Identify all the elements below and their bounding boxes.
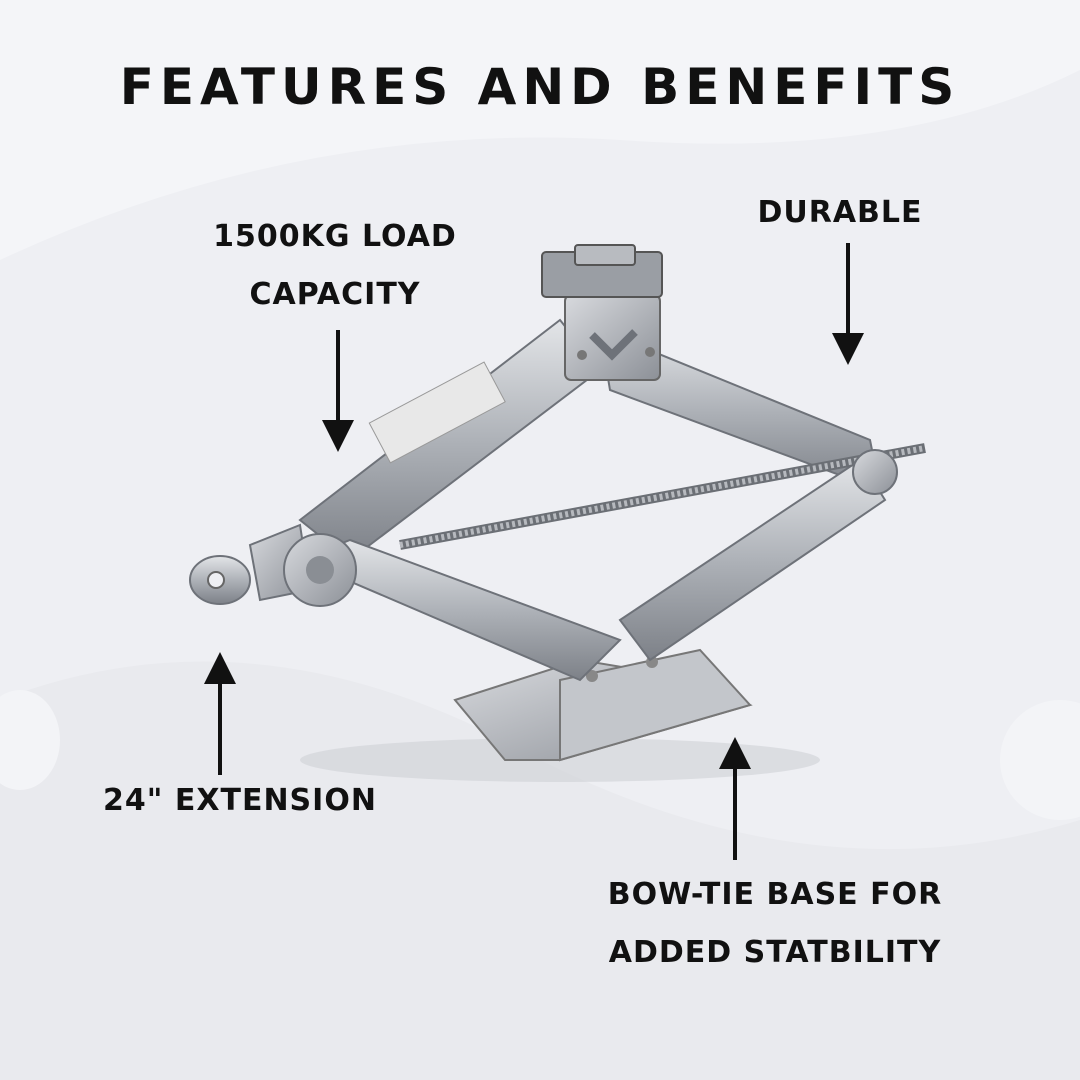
callout-durable: DURABLE <box>757 195 923 230</box>
callout-load-capacity: 1500KG LOAD CAPACITY <box>190 208 480 324</box>
arrow-down-icon <box>322 330 354 452</box>
callout-load-capacity-line1: 1500KG LOAD <box>213 219 457 254</box>
callout-load-capacity-line2: CAPACITY <box>249 277 421 312</box>
callout-base-line2: ADDED STATBILITY <box>608 935 942 970</box>
callout-extension: 24" EXTENSION <box>103 783 377 818</box>
callout-base-line1: BOW-TIE BASE FOR <box>607 877 943 912</box>
arrow-up-icon <box>204 652 236 775</box>
callout-bow-tie-base: BOW-TIE BASE FOR ADDED STATBILITY <box>600 866 950 982</box>
arrow-up-icon <box>719 737 751 860</box>
page-title: FEATURES AND BENEFITS <box>119 58 961 116</box>
arrow-down-icon <box>832 243 864 365</box>
scissor-jack-image <box>189 244 926 782</box>
